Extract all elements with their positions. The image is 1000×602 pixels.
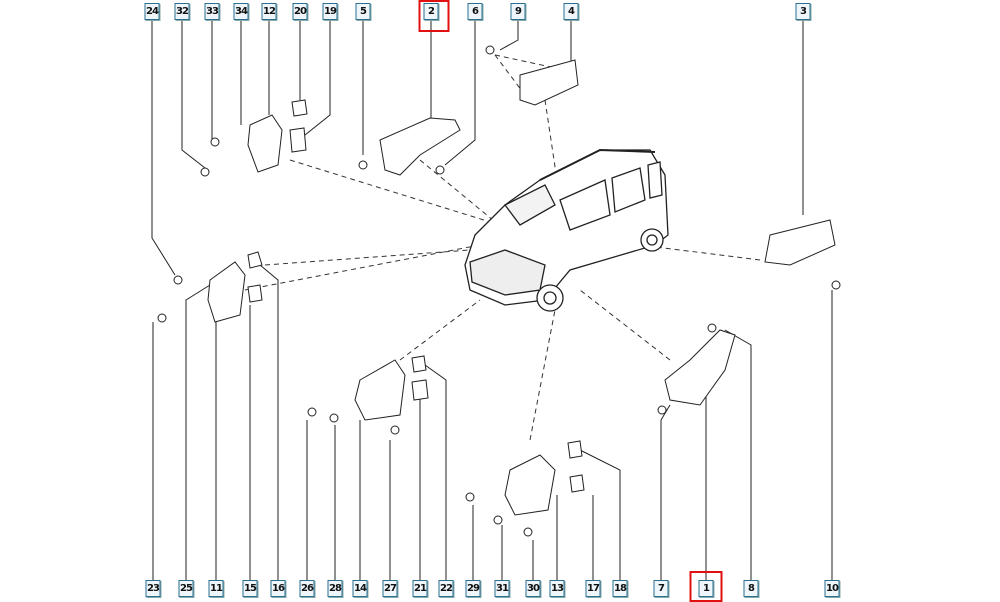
hinge-lower-14 xyxy=(354,359,406,421)
part-label-21[interactable]: 21 xyxy=(412,580,428,597)
part-label-1[interactable]: 1 xyxy=(698,580,714,597)
hinge-mid-left xyxy=(207,261,246,323)
hinge-lower-13 xyxy=(504,454,556,516)
hinge-upper-left xyxy=(247,114,283,173)
hinge-parts xyxy=(157,45,841,537)
part-label-17[interactable]: 17 xyxy=(585,580,601,597)
bracket-3 xyxy=(764,219,836,266)
part-label-19[interactable]: 19 xyxy=(322,3,338,20)
bracket-4 xyxy=(519,59,579,106)
part-label-15[interactable]: 15 xyxy=(242,580,258,597)
part-label-7[interactable]: 7 xyxy=(653,580,669,597)
vehicle-illustration xyxy=(464,148,669,312)
part-label-4[interactable]: 4 xyxy=(563,3,579,20)
part-label-12[interactable]: 12 xyxy=(261,3,277,20)
part-label-34[interactable]: 34 xyxy=(233,3,249,20)
part-label-9[interactable]: 9 xyxy=(510,3,526,20)
part-label-28[interactable]: 28 xyxy=(327,580,343,597)
part-label-24[interactable]: 24 xyxy=(144,3,160,20)
part-label-25[interactable]: 25 xyxy=(178,580,194,597)
part-label-2[interactable]: 2 xyxy=(423,3,439,20)
part-label-33[interactable]: 33 xyxy=(204,3,220,20)
part-label-16[interactable]: 16 xyxy=(270,580,286,597)
part-label-5[interactable]: 5 xyxy=(355,3,371,20)
part-label-20[interactable]: 20 xyxy=(292,3,308,20)
highlight-box-2 xyxy=(418,0,450,32)
part-label-14[interactable]: 14 xyxy=(352,580,368,597)
door-check-strap-1 xyxy=(664,329,736,406)
door-check-strap-2 xyxy=(379,117,461,176)
part-label-30[interactable]: 30 xyxy=(525,580,541,597)
part-label-10[interactable]: 10 xyxy=(824,580,840,597)
part-label-13[interactable]: 13 xyxy=(549,580,565,597)
part-label-27[interactable]: 27 xyxy=(382,580,398,597)
part-label-31[interactable]: 31 xyxy=(494,580,510,597)
part-label-32[interactable]: 32 xyxy=(174,3,190,20)
part-label-26[interactable]: 26 xyxy=(299,580,315,597)
part-label-18[interactable]: 18 xyxy=(612,580,628,597)
leader-lines xyxy=(151,18,833,580)
part-label-22[interactable]: 22 xyxy=(438,580,454,597)
part-label-3[interactable]: 3 xyxy=(795,3,811,20)
part-label-29[interactable]: 29 xyxy=(465,580,481,597)
part-label-11[interactable]: 11 xyxy=(208,580,224,597)
dashed-connectors xyxy=(244,54,761,441)
part-label-23[interactable]: 23 xyxy=(145,580,161,597)
part-label-6[interactable]: 6 xyxy=(467,3,483,20)
part-label-8[interactable]: 8 xyxy=(743,580,759,597)
